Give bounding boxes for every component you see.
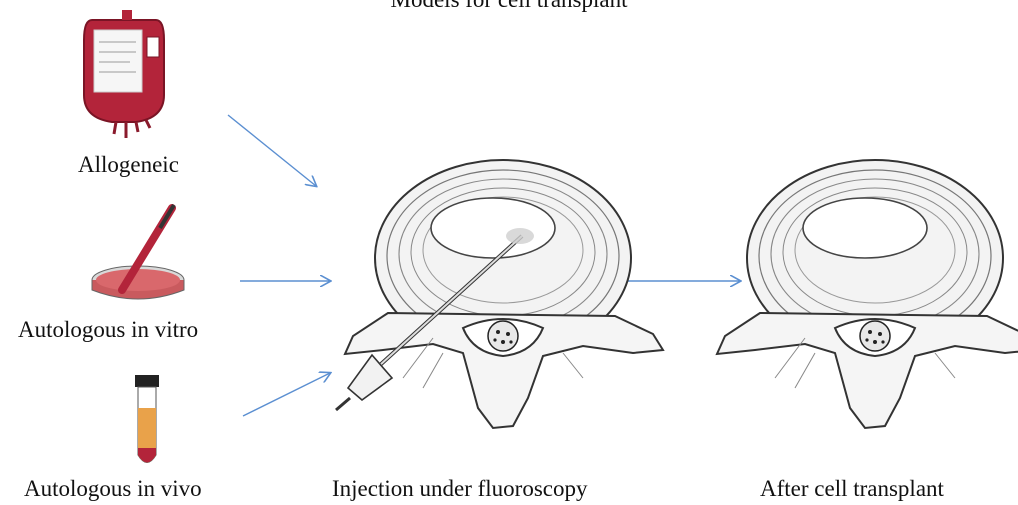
test-tube-icon [135,375,159,463]
label-after-cell-transplant: After cell transplant [760,476,944,502]
label-allogeneic: Allogeneic [78,152,179,178]
label-autologous-in-vitro: Autologous in vitro [18,317,198,343]
label-autologous-in-vivo: Autologous in vivo [24,476,202,502]
arrow-allogeneic [228,115,316,186]
label-injection-under-fluoroscopy: Injection under fluoroscopy [332,476,587,502]
blood-bag-icon [84,10,164,138]
vertebra-icon [717,160,1018,428]
petri-dish-icon [92,205,184,299]
arrow-in-vivo [243,373,330,416]
vertebra-with-needle-icon [336,160,663,428]
